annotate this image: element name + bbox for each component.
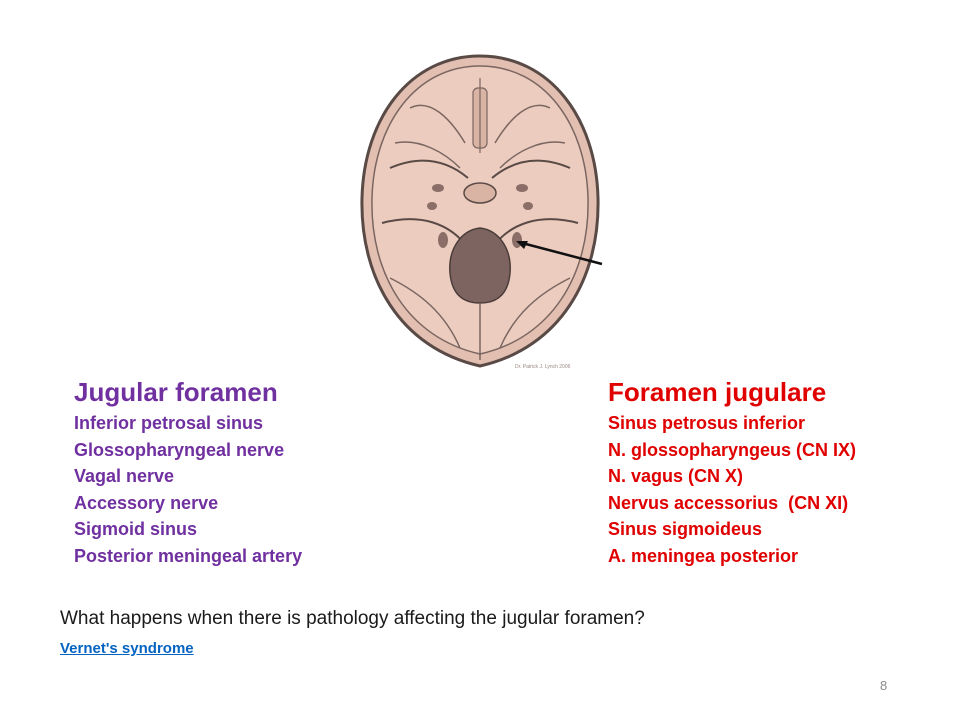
english-term-item: Posterior meningeal artery xyxy=(74,545,303,566)
latin-term-item: Sinus petrosus inferior xyxy=(608,413,806,433)
question-text: What happens when there is pathology aff… xyxy=(60,608,645,629)
english-term-item: Accessory nerve xyxy=(74,492,219,513)
latin-term-item: Nervus accessorius (CN XI) xyxy=(608,492,849,513)
english-term-item: Inferior petrosal sinus xyxy=(74,413,264,433)
latin-term-item: Sinus sigmoideus xyxy=(608,519,763,539)
english-term-item: Vagal nerve xyxy=(74,466,175,486)
skull-base-diagram xyxy=(360,54,603,368)
latin-term-item: A. meningea posterior xyxy=(608,545,799,566)
latin-terms-column: Foramen jugulare Sinus petrosus inferior… xyxy=(608,376,856,569)
page-number: 8 xyxy=(880,678,888,693)
vernets-syndrome-link[interactable]: Vernet's syndrome xyxy=(60,640,194,657)
latin-heading: Foramen jugulare xyxy=(608,377,827,407)
latin-term-item: N. vagus (CN X) xyxy=(608,466,744,486)
english-terms-column: Jugular foramen Inferior petrosal sinus … xyxy=(74,376,302,569)
english-term-item: Glossopharyngeal nerve xyxy=(74,439,285,460)
figure-credit: Dr. Patrick J. Lynch 2006 xyxy=(515,364,571,370)
latin-term-item: N. glossopharyngeus (CN IX) xyxy=(608,439,857,460)
english-term-item: Sigmoid sinus xyxy=(74,519,198,539)
english-heading: Jugular foramen xyxy=(74,377,278,407)
